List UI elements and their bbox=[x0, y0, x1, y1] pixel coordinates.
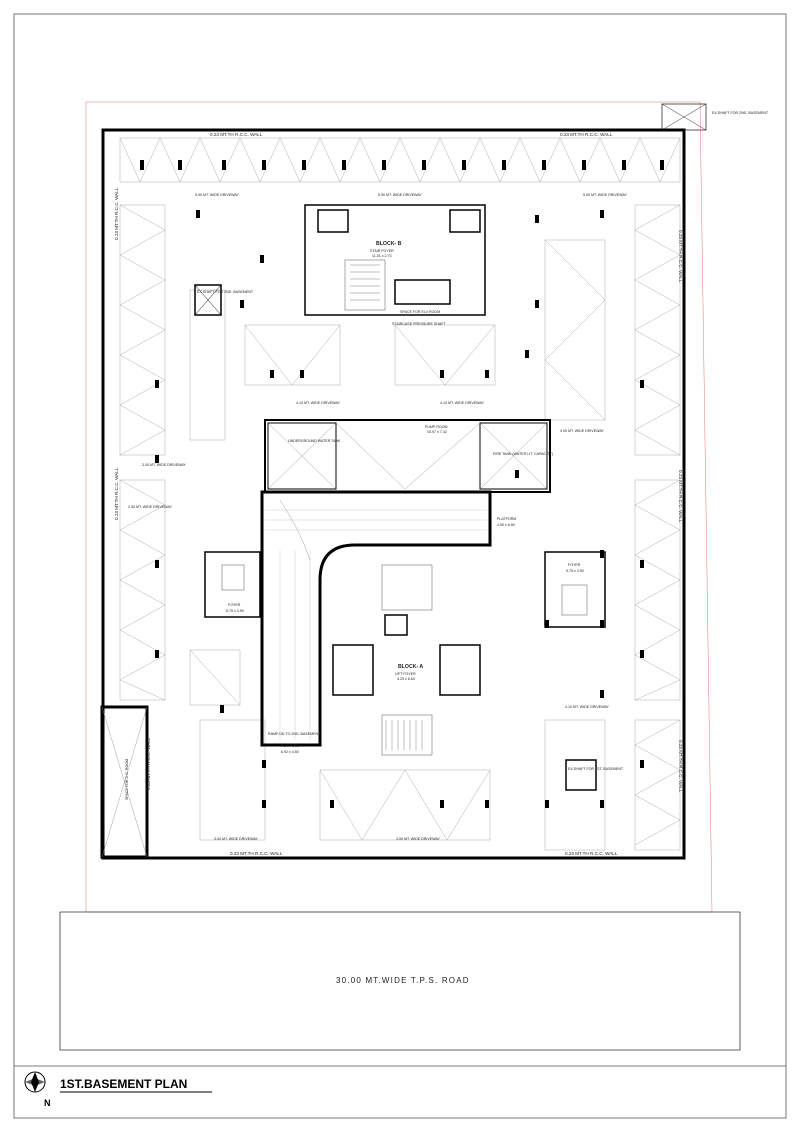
ramp-down-label: RAMP DN TO 2ND. BASEMENT bbox=[268, 732, 321, 736]
parking-top-row bbox=[119, 137, 681, 183]
pump-room: PUMP ROOM 15.97 x 7.42 UNDERGROUND WATER… bbox=[264, 419, 553, 493]
platform-bottom-dim: 6.92 x 4.50 bbox=[281, 750, 299, 754]
block-a-foyer-dim: 4.25 x 6.63 bbox=[397, 677, 415, 681]
exshaft-right-label: EX.SHAFT FOR 1ST. BASEMENT bbox=[568, 767, 624, 771]
fire-tank-label: FIRE TANK (WATER LIT. CAPACITY) bbox=[493, 452, 553, 456]
driveway-top-right: 5.00 MT. WIDE DRIVEWAY bbox=[583, 193, 628, 197]
inner-parking-blocks bbox=[189, 239, 606, 851]
dg-room: SPACE FOR D.G. ROOM bbox=[100, 705, 149, 859]
wall-label-bottom-right: 0.23 MT.TH R.C.C. WALL bbox=[565, 851, 618, 856]
parking-right-column bbox=[634, 204, 681, 851]
driveway-bottom-right: 3.00 MT. WIDE DRIVEWAY bbox=[396, 837, 441, 841]
dg-room-label: SPACE FOR D.G. ROOM bbox=[125, 759, 129, 800]
wall-label-right-lower: 0.23 MT.TH R.C.C. WALL bbox=[678, 740, 683, 793]
sheet-border bbox=[13, 13, 787, 1119]
driveway-right-b: 3.10 MT. WIDE DRIVEWAY bbox=[565, 705, 610, 709]
ramp-structure: RAMP DN TO 2ND. BASEMENT PLATFORM 6.92 x… bbox=[260, 490, 516, 754]
structural-columns bbox=[155, 210, 644, 808]
driveway-left-b: 2.50 MT. WIDE DRIVEWAY bbox=[128, 505, 173, 509]
block-a-name: BLOCK- A bbox=[398, 664, 423, 670]
foyer-left-dim: 5.75 x 3.90 bbox=[226, 609, 244, 613]
platform-bottom-label: PLATFORM bbox=[281, 744, 300, 748]
block-b-stair-dim: 11.01 x 2.73 bbox=[372, 254, 392, 258]
north-arrow-icon: N bbox=[24, 1071, 51, 1108]
top-row-columns bbox=[140, 160, 664, 170]
elv-room-label: SPACE FOR ELV ROOM bbox=[400, 310, 440, 314]
exshaft-right: EX.SHAFT FOR 1ST. BASEMENT bbox=[565, 759, 624, 791]
wall-label-bottom-left: 0.23 MT.TH R.C.C. WALL bbox=[230, 851, 283, 856]
ug-tank-label: UNDERGROUND WATER TANK bbox=[288, 439, 341, 443]
road-label: 30.00 MT.WIDE T.P.S. ROAD bbox=[336, 976, 470, 985]
wall-label-left-mid: 0.23 MT.TH R.C.C. WALL bbox=[114, 467, 119, 520]
platform-right-label: PLATFORM bbox=[497, 517, 516, 521]
driveway-left-a: 3.00 MT. WIDE DRIVEWAY bbox=[142, 463, 187, 467]
north-label: N bbox=[44, 1098, 51, 1108]
driveway-top-center: 5.00 MT. WIDE DRIVEWAY bbox=[378, 193, 423, 197]
plot-boundary bbox=[85, 101, 713, 913]
wall-label-left-upper: 0.23 MT.TH R.C.C. WALL bbox=[114, 187, 119, 240]
staircase-shaft-label: STAIRCASE PRESSURE SHAFT bbox=[392, 322, 446, 326]
pump-room-dim: 15.97 x 7.42 bbox=[427, 430, 447, 434]
exshaft-left: EX.SHAFT FOR 2ND. BASEMENT bbox=[194, 284, 254, 316]
block-b-stair: STAIR FOYER bbox=[370, 249, 394, 253]
foyer-right-dim: 5.75 x 3.90 bbox=[566, 569, 584, 573]
wall-label-right-mid: 0.23 MT.TH R.C.C. WALL bbox=[678, 470, 683, 523]
plan-title: 1ST.BASEMENT PLAN bbox=[60, 1077, 187, 1091]
block-b-name: BLOCK- B bbox=[376, 241, 402, 247]
driveway-bottom-left: 3.00 MT. WIDE DRIVEWAY bbox=[214, 837, 259, 841]
foyer-right-label: FOYER bbox=[568, 563, 581, 567]
wall-label-top-right: 0.23 MT.TH R.C.C. WALL bbox=[560, 132, 613, 137]
exshaft-top-label: EX.SHAFT FOR 2ND. BASEMENT bbox=[712, 111, 769, 115]
platform-right-dim: 4.50 x 6.50 bbox=[497, 523, 515, 527]
parking-left-column bbox=[119, 204, 166, 701]
exshaft-top: EX.SHAFT FOR 2ND. BASEMENT bbox=[661, 103, 769, 131]
exshaft-left-label: EX.SHAFT FOR 2ND. BASEMENT bbox=[197, 290, 254, 294]
foyer-right: FOYER 5.75 x 3.90 bbox=[544, 551, 606, 628]
driveway-right-a: 3.00 MT. WIDE DRIVEWAY bbox=[560, 429, 605, 433]
road-strip: 30.00 MT.WIDE T.P.S. ROAD bbox=[59, 911, 741, 1051]
driveway-mid-right: 4.10 MT. WIDE DRIVEWAY bbox=[440, 401, 485, 405]
wall-label-top-left: 0.23 MT.TH R.C.C. WALL bbox=[210, 132, 263, 137]
basement-outer-wall bbox=[101, 128, 686, 860]
driveway-top-left: 5.00 MT. WIDE DRIVEWAY bbox=[195, 193, 240, 197]
pump-room-label: PUMP ROOM bbox=[425, 425, 448, 429]
block-a-foyer: LIFT FOYER bbox=[395, 672, 416, 676]
block-a-core: BLOCK- A LIFT FOYER 4.25 x 6.63 bbox=[332, 564, 481, 756]
block-b-core: BLOCK- B STAIR FOYER 11.01 x 2.73 STAIRC… bbox=[304, 204, 486, 326]
foyer-left: FOYER 5.75 x 3.90 bbox=[204, 551, 261, 618]
foyer-left-label: FOYER bbox=[228, 603, 241, 607]
driveway-mid-left: 4.10 MT. WIDE DRIVEWAY bbox=[296, 401, 341, 405]
wall-label-right-upper: 0.23 MT.TH R.C.C. WALL bbox=[678, 230, 683, 283]
